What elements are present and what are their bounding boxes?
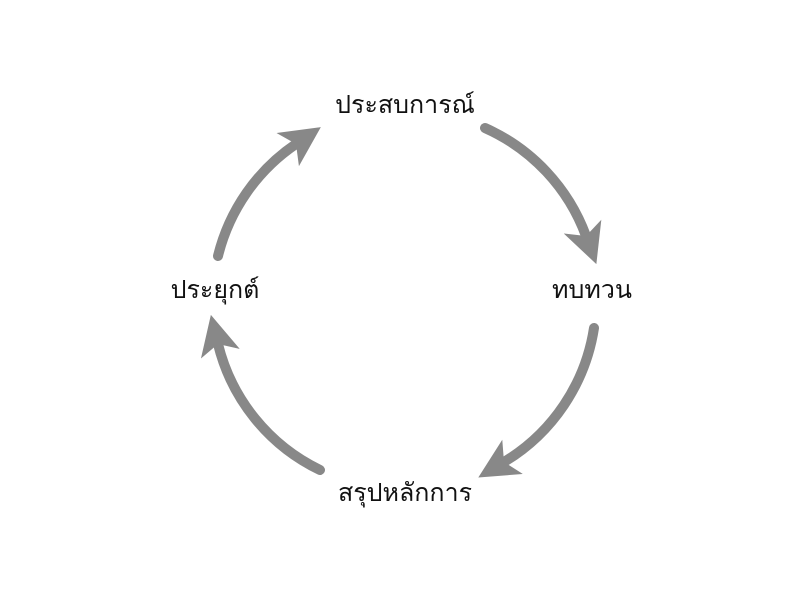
node-experience: ประสบการณ์ — [335, 90, 475, 119]
arrow-apply-to-experience — [213, 127, 321, 261]
arrow-review-to-conclude — [478, 323, 599, 478]
arrow-conclude-to-apply — [200, 314, 325, 475]
node-apply: ประยุกต์ — [170, 275, 260, 304]
arrow-experience-to-review — [480, 123, 602, 265]
node-conclude: สรุปหลักการ — [337, 478, 473, 507]
node-review: ทบทวน — [552, 275, 632, 304]
